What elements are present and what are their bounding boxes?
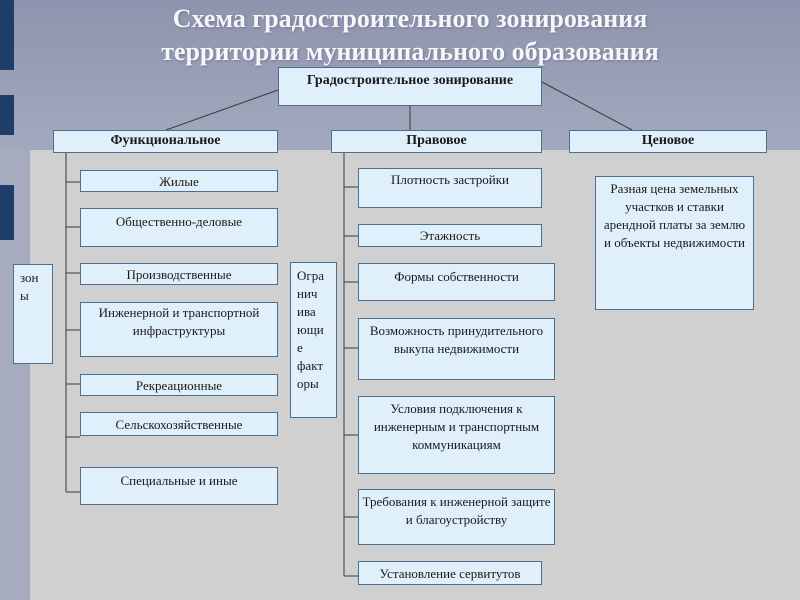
legal-item: Возможность принудительного выкупа недви…: [358, 318, 555, 380]
functional-item: Специальные и иные: [80, 467, 278, 505]
price-description: Разная цена земельных участков и ставки …: [595, 176, 754, 310]
zones-side-label: зон ы: [13, 264, 53, 364]
root-node: Градостроительное зонирование: [278, 67, 542, 106]
accent-bar: [0, 95, 14, 135]
slide-title-line-1: Схема градостроительного зонирования: [172, 4, 648, 33]
branch-legal-header: Правовое: [331, 130, 542, 153]
legal-item: Установление сервитутов: [358, 561, 542, 585]
legal-item: Плотность застройки: [358, 168, 542, 208]
legal-item: Требования к инженерной защите и благоус…: [358, 489, 555, 545]
accent-bar: [0, 0, 14, 70]
branch-price-header: Ценовое: [569, 130, 767, 153]
restrictions-side-label: Огра нич ива ющи е факт оры: [290, 262, 337, 418]
functional-item: Сельскохозяйственные: [80, 412, 278, 436]
accent-bar: [0, 185, 14, 240]
slide-title-line-2: территории муниципального образования: [161, 37, 659, 66]
functional-item: Рекреационные: [80, 374, 278, 396]
branch-functional-header: Функциональное: [53, 130, 278, 153]
functional-item: Общественно-деловые: [80, 208, 278, 247]
functional-item: Инженерной и транспортной инфраструктуры: [80, 302, 278, 357]
functional-item: Жилые: [80, 170, 278, 192]
slide-title: Схема градостроительного зонирования тер…: [40, 2, 780, 68]
legal-item: Этажность: [358, 224, 542, 247]
legal-item: Условия подключения к инженерным и транс…: [358, 396, 555, 474]
legal-item: Формы собственности: [358, 263, 555, 301]
functional-item: Производственные: [80, 263, 278, 285]
